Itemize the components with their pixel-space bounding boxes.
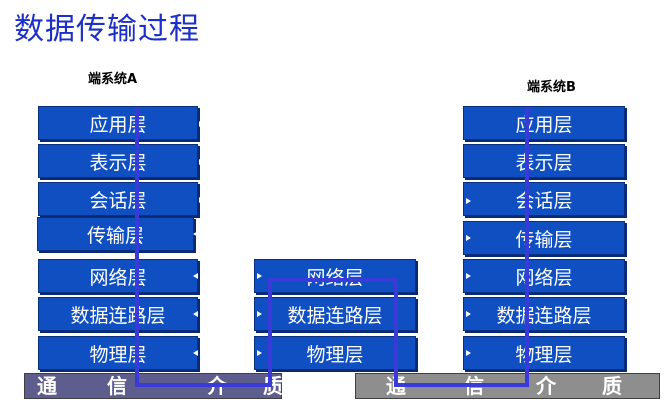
small-arrow-icon [466,311,471,317]
system-b-presentation-layer: 表示层 [463,144,625,178]
system-b-transport-layer: 传输层 [463,221,625,255]
medium-right-char: 质 [602,374,622,398]
router-datalink-layer: 数据连路层 [254,297,416,331]
small-arrow-icon [193,311,198,317]
system-a-network-layer: 网络层 [38,259,198,293]
system-a-physical-layer: 物理层 [38,336,198,370]
page-title: 数据传输过程 [14,12,200,47]
small-arrow-icon [466,350,471,356]
small-arrow-icon [257,273,262,279]
medium-left-char: 通 [37,374,57,398]
small-arrow-icon [466,273,471,279]
system-b-datalink-layer: 数据连路层 [463,297,625,331]
data-flow-line [135,108,529,387]
small-arrow-icon [193,273,198,279]
system-a-label: 端系统A [88,72,138,87]
small-arrow-icon [466,235,471,241]
system-a-presentation-layer: 表示层 [38,144,198,178]
system-b-network-layer: 网络层 [463,259,625,293]
system-b-physical-layer: 物理层 [463,336,625,370]
system-b-session-layer: 会话层 [463,182,625,216]
small-arrow-icon [466,198,471,204]
medium-right-char: 介 [536,374,556,398]
small-arrow-icon [199,197,204,203]
router-physical-layer: 物理层 [254,336,416,370]
small-arrow-icon [257,311,262,317]
system-a-datalink-layer: 数据连路层 [38,297,198,331]
small-arrow-icon [199,159,204,165]
small-arrow-icon [257,350,262,356]
small-arrow-icon [193,231,198,237]
router-network-layer: 网络层 [254,259,416,293]
system-a-transport-layer: 传输层 [37,217,194,251]
system-a-session-layer: 会话层 [38,182,198,216]
small-arrow-icon [193,350,198,356]
small-arrow-icon [199,121,204,127]
system-b-label: 端系统B [527,80,576,95]
medium-left-char: 信 [107,374,127,398]
system-b-application-layer: 应用层 [463,106,625,140]
system-a-application-layer: 应用层 [38,106,198,140]
